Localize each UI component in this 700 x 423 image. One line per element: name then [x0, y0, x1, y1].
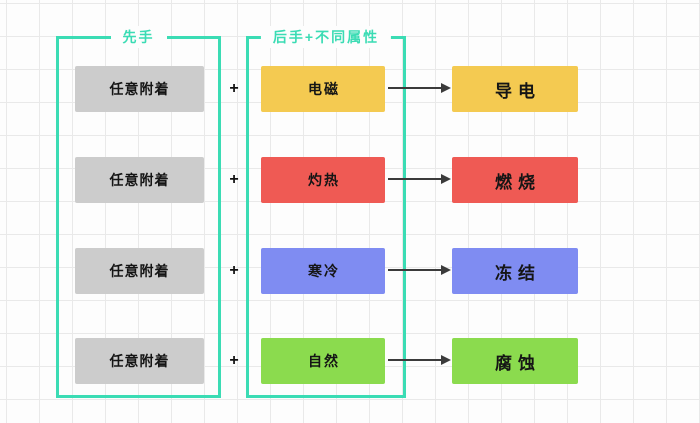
result-box[interactable]: 导电 [452, 66, 578, 112]
reaction-row: 任意附着 + 灼热 燃烧 [0, 157, 700, 203]
arrow-right-icon [388, 174, 451, 184]
group-frame-second-move[interactable]: 后手+不同属性 [246, 26, 406, 398]
group-second-move-label: 后手+不同属性 [260, 26, 392, 48]
plus-operator: + [229, 80, 239, 97]
trigger-box[interactable]: 灼热 [261, 157, 385, 203]
plus-operator: + [229, 171, 239, 188]
source-box[interactable]: 任意附着 [75, 157, 204, 203]
arrow-right-icon [388, 83, 451, 93]
result-box[interactable]: 燃烧 [452, 157, 578, 203]
reaction-row: 任意附着 + 电磁 导电 [0, 66, 700, 112]
plus-operator: + [229, 352, 239, 369]
group-frame-first-move[interactable]: 先手 [56, 26, 221, 398]
result-box[interactable]: 腐蚀 [452, 338, 578, 384]
plus-operator: + [229, 262, 239, 279]
source-box[interactable]: 任意附着 [75, 338, 204, 384]
trigger-box[interactable]: 寒冷 [261, 248, 385, 294]
reaction-row: 任意附着 + 自然 腐蚀 [0, 338, 700, 384]
result-box[interactable]: 冻结 [452, 248, 578, 294]
reaction-row: 任意附着 + 寒冷 冻结 [0, 248, 700, 294]
source-box[interactable]: 任意附着 [75, 248, 204, 294]
group-first-move-label: 先手 [110, 26, 167, 48]
trigger-box[interactable]: 自然 [261, 338, 385, 384]
arrow-right-icon [388, 265, 451, 275]
arrow-right-icon [388, 355, 451, 365]
source-box[interactable]: 任意附着 [75, 66, 204, 112]
trigger-box[interactable]: 电磁 [261, 66, 385, 112]
